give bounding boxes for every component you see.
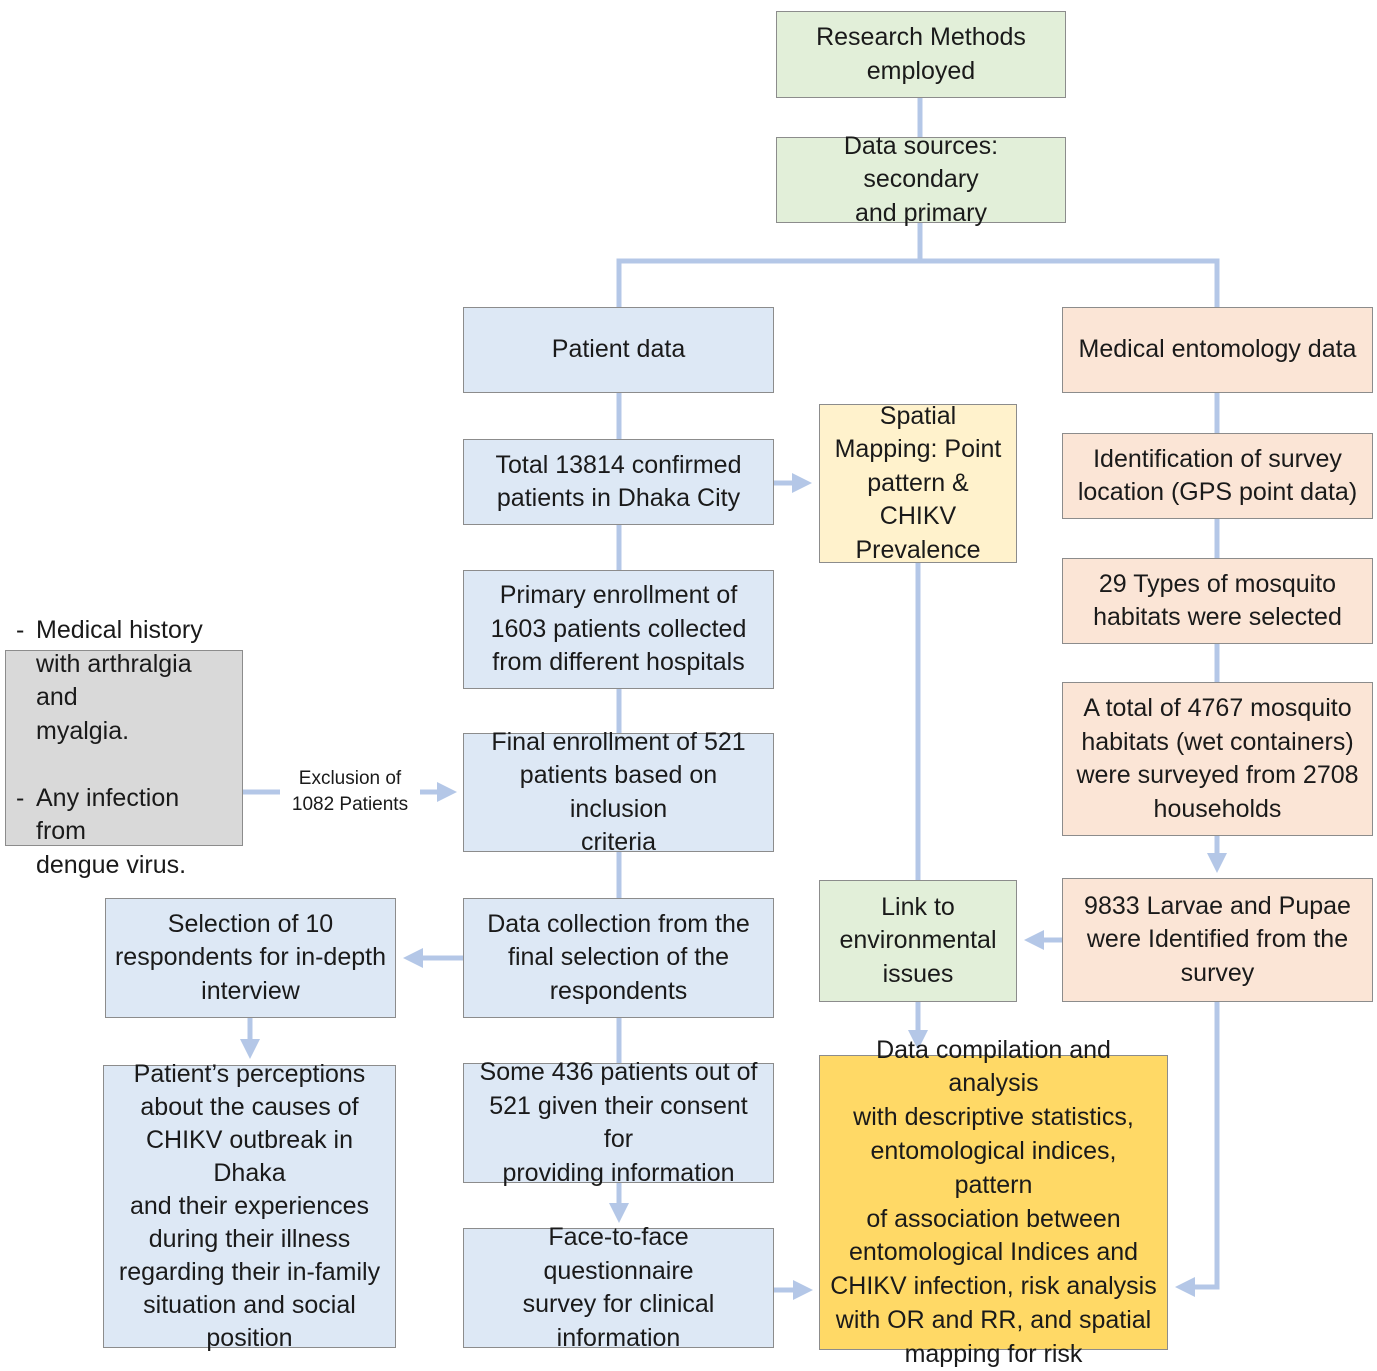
box-primary-enrollment: Primary enrollment of 1603 patients coll… xyxy=(463,570,774,689)
exclusion-criteria-list: Medical history with arthralgia and myal… xyxy=(16,581,232,916)
box-data-compilation: Data compilation and analysis with descr… xyxy=(819,1036,1168,1368)
exclusion-criterion-dengue: Any infection from dengue virus. xyxy=(16,782,232,883)
box-data-sources: Data sources: secondary and primary xyxy=(776,132,1066,227)
connector-branch xyxy=(616,258,1220,307)
box-total-patients: Total 13814 confirmed patients in Dhaka … xyxy=(463,439,774,525)
box-final-enrollment: Final enrollment of 521 patients based o… xyxy=(463,728,774,856)
box-data-collection: Data collection from the final selection… xyxy=(463,898,774,1018)
connector-larvae-to-compilation xyxy=(1174,1002,1220,1297)
exclusion-criterion-medical-history: Medical history with arthralgia and myal… xyxy=(16,614,232,748)
box-medical-entomology-data: Medical entomology data xyxy=(1062,307,1373,393)
box-total-habitats: A total of 4767 mosquito habitats (wet c… xyxy=(1062,682,1373,836)
box-survey-location: Identification of survey location (GPS p… xyxy=(1062,433,1373,519)
box-research-methods: Research Methods employed xyxy=(776,11,1066,98)
box-selection-respondents: Selection of 10 respondents for in-depth… xyxy=(105,898,396,1018)
box-questionnaire-survey: Face-to-face questionnaire survey for cl… xyxy=(463,1223,774,1352)
box-patient-perceptions: Patient’s perceptions about the causes o… xyxy=(103,1060,396,1352)
box-exclusion-criteria: Medical history with arthralgia and myal… xyxy=(5,614,243,879)
exclusion-label: Exclusion of 1082 Patients xyxy=(291,768,409,815)
box-link-environmental: Link to environmental issues xyxy=(819,880,1017,1002)
box-patient-data: Patient data xyxy=(463,307,774,393)
box-spatial-mapping: Spatial Mapping: Point pattern & CHIKV P… xyxy=(819,402,1017,564)
box-patient-consent: Some 436 patients out of 521 given their… xyxy=(463,1058,774,1187)
box-larvae-pupae: 9833 Larvae and Pupae were Identified fr… xyxy=(1062,878,1373,1002)
box-mosquito-habitat-types: 29 Types of mosquito habitats were selec… xyxy=(1062,558,1373,644)
